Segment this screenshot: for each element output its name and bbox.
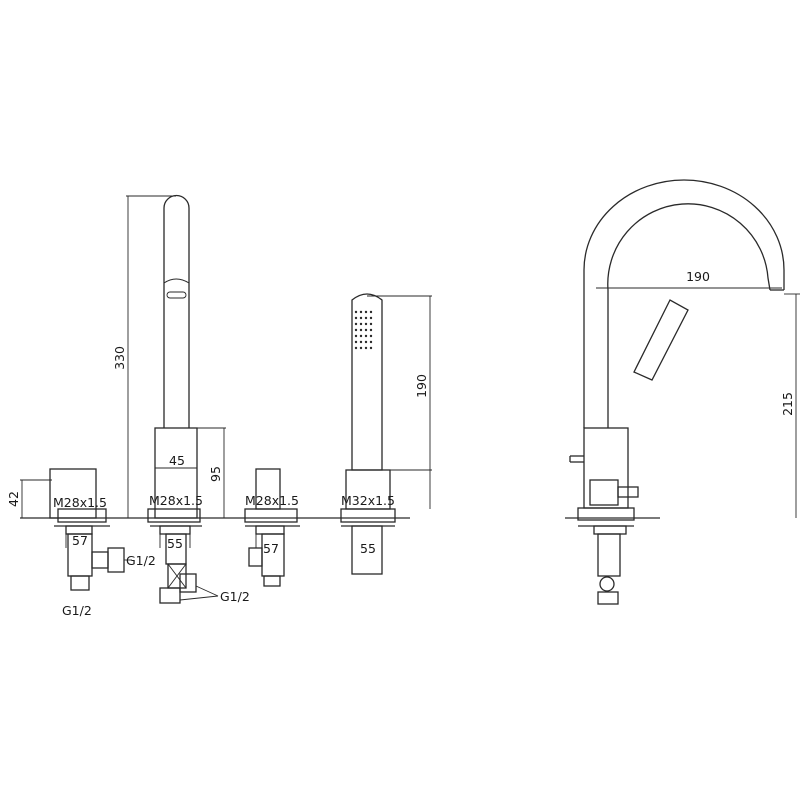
base-label-3: 57: [263, 541, 279, 556]
connector-label-1: G1/2: [126, 553, 156, 568]
spray-holes: [354, 310, 373, 350]
base-label-2: 55: [167, 536, 183, 551]
dimension-lines: [20, 195, 800, 601]
thread-label-4: M32x1.5: [341, 493, 395, 508]
dim-42-label: 42: [6, 491, 21, 507]
dim-95-label: 95: [208, 466, 223, 482]
base-label-1: 57: [72, 533, 88, 548]
valve-left: [49, 468, 125, 591]
dim-45-label: 45: [169, 453, 185, 468]
thread-label-1: M28x1.5: [53, 495, 107, 510]
spout-side-view: [569, 179, 785, 605]
thread-label-2: M28x1.5: [149, 493, 203, 508]
connector-label-3: G1/2: [220, 589, 250, 604]
hand-shower-holder: [147, 194, 202, 604]
valve-middle: [244, 468, 300, 587]
dim-330-label: 330: [112, 346, 127, 370]
dim-215-label: 215: [780, 392, 795, 416]
dim-190-reach-label: 190: [686, 269, 710, 284]
dim-190-shower-label: 190: [414, 374, 429, 398]
thread-label-3: M28x1.5: [245, 493, 299, 508]
connector-label-2: G1/2: [62, 603, 92, 618]
base-label-4: 55: [360, 541, 376, 556]
hand-shower: [340, 293, 396, 575]
